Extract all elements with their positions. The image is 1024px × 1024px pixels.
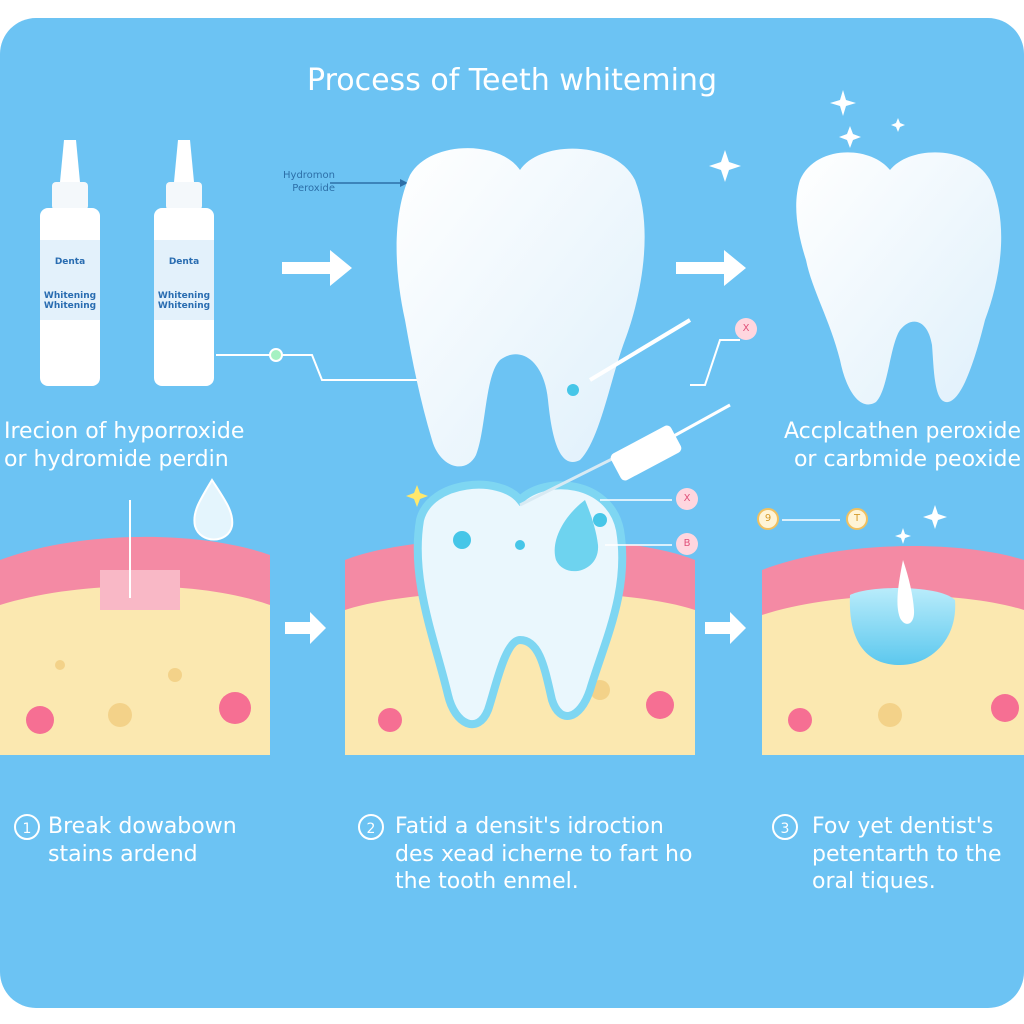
marker-b: B	[676, 533, 698, 555]
peroxide-bottle-1	[40, 140, 100, 386]
step-1-text: Break dowabown stains ardend	[48, 814, 237, 867]
callout-label: Hydromon Peroxide	[283, 170, 335, 194]
connector-line-left	[216, 354, 428, 381]
gel-bubble-2	[515, 540, 525, 550]
step-3-number: 3	[772, 814, 798, 840]
tooth-whitened	[796, 152, 1002, 405]
tooth-main	[396, 148, 645, 467]
marker-x: X	[676, 488, 698, 510]
applicator-handle	[671, 403, 731, 439]
left-label: Irecion of hyporroxide or hydromide perd…	[4, 419, 245, 472]
step-2-text: Fatid a densit's idroction des xead iche…	[395, 814, 693, 894]
marker-t: T	[846, 508, 868, 530]
applicator-syringe	[610, 425, 682, 481]
marker-x-top: X	[735, 318, 757, 340]
diagram-title: Process of Teeth whiteming	[307, 63, 717, 98]
step-1-number: 1	[14, 814, 40, 840]
bottle-2-brand: Denta	[168, 257, 200, 267]
peroxide-bottle-2	[154, 140, 214, 386]
bottle-1-brand: Denta	[54, 257, 86, 267]
gel-bubble-3	[593, 513, 607, 527]
connector-node-green	[269, 348, 283, 362]
connector-line-right	[690, 339, 740, 386]
marker-s: 9	[757, 508, 779, 530]
arrow-right-1	[282, 250, 352, 286]
step-3-text: Fov yet dentist's petentarth to the oral…	[812, 814, 1002, 894]
applicator-tip-top	[588, 318, 692, 382]
bottle-1-name: Whitening Whitening	[43, 291, 97, 311]
gel-bubble-1	[453, 531, 471, 549]
sparkle-group-bottom	[895, 505, 947, 544]
bottle-2-name: Whitening Whitening	[157, 291, 211, 311]
arrow-right-2	[676, 250, 746, 286]
arrow-right-4	[705, 612, 746, 644]
tissue-panel-3	[762, 546, 1024, 755]
arrow-right-3	[285, 612, 326, 644]
right-label: Accplcathen peroxide or carbmide peoxide	[783, 419, 1021, 472]
step-2-number: 2	[358, 814, 384, 840]
sparkle-group-top	[709, 90, 905, 182]
callout-arrowhead	[400, 179, 408, 187]
tissue-panel-1	[0, 536, 270, 755]
gel-dot-main	[567, 384, 579, 396]
sparkle-yellow	[406, 485, 428, 507]
gel-drop	[554, 500, 599, 572]
peroxide-droplet	[193, 478, 234, 541]
